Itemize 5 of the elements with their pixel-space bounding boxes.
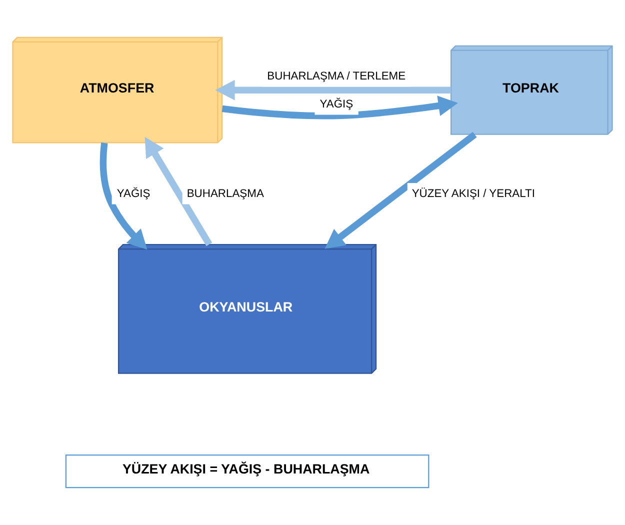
edge-label: YAĞIŞ (116, 188, 150, 200)
edge-label: BUHARLAŞMA (186, 188, 264, 200)
edge-label: YAĞIŞ (320, 98, 354, 110)
edge-label: YÜZEY AKIŞI / YERALTI (412, 188, 535, 200)
edge-label: BUHARLAŞMA / TERLEME (267, 70, 406, 82)
